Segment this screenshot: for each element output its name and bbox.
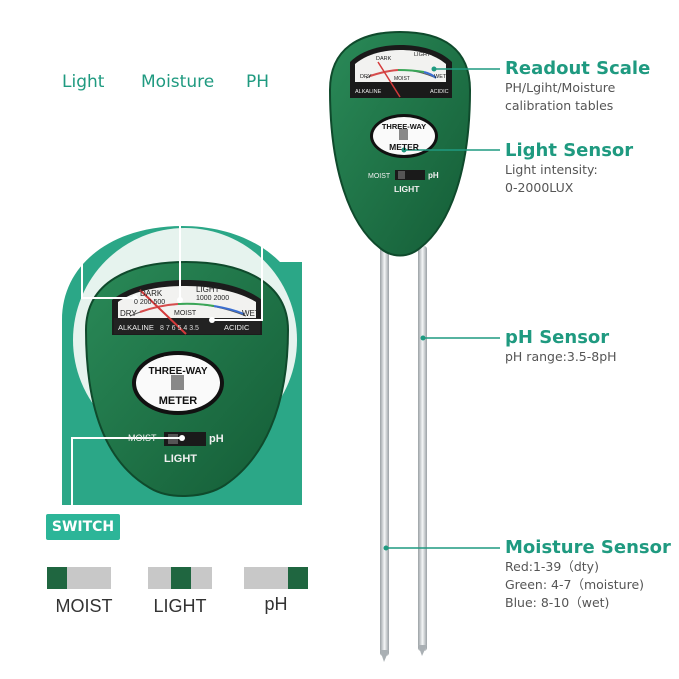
zoom-scale-alkaline: ALKALINE <box>118 323 154 332</box>
zoom-callout-dots <box>132 295 215 441</box>
feature-title: Moisture Sensor <box>505 537 671 558</box>
full-scale-moist: MOIST <box>394 76 410 82</box>
zoom-scale-dark: DARK <box>140 289 163 298</box>
zoom-scale-moist: MOIST <box>174 310 197 317</box>
feature-desc-line: PH/Lgiht/Moisture <box>505 80 616 95</box>
zoom-switch-ph: pH <box>209 433 224 445</box>
feature-desc-line: pH range:3.5-8pH <box>505 349 617 364</box>
switch-caption-ph: pH <box>264 594 288 614</box>
zoom-meter-text: DARK 0 200 500 LIGHT 1000 2000 DRY WET M… <box>118 285 260 465</box>
zoom-brand-badge <box>132 351 224 415</box>
zoom-scale-light-ticks2: 1000 2000 <box>196 295 229 302</box>
feature-readout-scale: Readout Scale PH/Lgiht/Moisture calibrat… <box>505 58 650 115</box>
zoom-scale-ph-ticks: 8 7 6 5 4 3.5 <box>160 325 199 332</box>
zoom-callout-lines <box>71 95 263 512</box>
feature-title: pH Sensor <box>505 327 610 348</box>
full-switch-light: LIGHT <box>394 184 420 194</box>
full-scale-alkaline: ALKALINE <box>355 89 382 95</box>
full-scale-light: LIGHT <box>414 52 431 58</box>
feature-desc-line: calibration tables <box>505 98 614 113</box>
full-meter <box>328 30 472 662</box>
full-meter-text: DARK LIGHT DRY WET MOIST ALKALINE ACIDIC… <box>355 52 449 194</box>
switch-swatch-moist <box>47 567 111 589</box>
zoom-scale-dry: DRY <box>120 309 137 318</box>
switch-caption-light: LIGHT <box>153 596 207 616</box>
full-scale-dry: DRY <box>360 74 372 80</box>
switch-caption-moist: MOIST <box>55 596 113 616</box>
feature-desc-line: Light intensity: <box>505 162 598 177</box>
feature-title: Light Sensor <box>505 140 634 161</box>
light-label: Light <box>62 72 105 92</box>
switch-badge: SWITCH <box>46 514 120 540</box>
zoom-brand-line1: THREE-WAY <box>148 366 207 377</box>
feature-desc-line: Red:1-39（dty) <box>505 559 599 574</box>
feature-light-sensor: Light Sensor Light intensity: 0-2000LUX <box>505 140 633 197</box>
full-scale-acidic: ACIDIC <box>430 89 449 95</box>
zoom-scale-light-ticks: 0 200 500 <box>134 299 165 306</box>
switch-swatch-light <box>148 567 212 589</box>
zoom-scale-wet: WET <box>242 309 260 318</box>
zoom-scale-light: LIGHT <box>196 285 220 294</box>
moisture-label: Moisture <box>141 72 215 92</box>
zoom-scale-acidic: ACIDIC <box>224 323 250 332</box>
full-brand-line1: THREE-WAY <box>382 122 426 131</box>
switch-swatch-ph <box>244 567 308 589</box>
feature-ph-sensor: pH Sensor pH range:3.5-8pH <box>505 327 617 366</box>
feature-desc-line: Green: 4-7（moisture) <box>505 577 645 592</box>
feature-title: Readout Scale <box>505 58 651 79</box>
full-scale-dark: DARK <box>376 56 392 62</box>
feature-callout-lines <box>386 68 500 549</box>
zoom-switch-light: LIGHT <box>164 453 197 465</box>
full-switch-moist: MOIST <box>368 173 391 180</box>
zoom-switch-moist: MOIST <box>128 433 157 443</box>
feature-desc-line: Blue: 8-10（wet) <box>505 595 610 610</box>
zoom-brand-line2: METER <box>159 395 198 407</box>
feature-callout-dots <box>383 66 437 551</box>
feature-moisture-sensor: Moisture Sensor Red:1-39（dty) Green: 4-7… <box>505 537 671 612</box>
full-brand-line2: METER <box>389 142 419 152</box>
full-scale-wet: WET <box>434 74 447 80</box>
ph-label: PH <box>246 72 270 92</box>
feature-desc-line: 0-2000LUX <box>505 180 574 195</box>
full-switch-ph: pH <box>428 171 439 180</box>
